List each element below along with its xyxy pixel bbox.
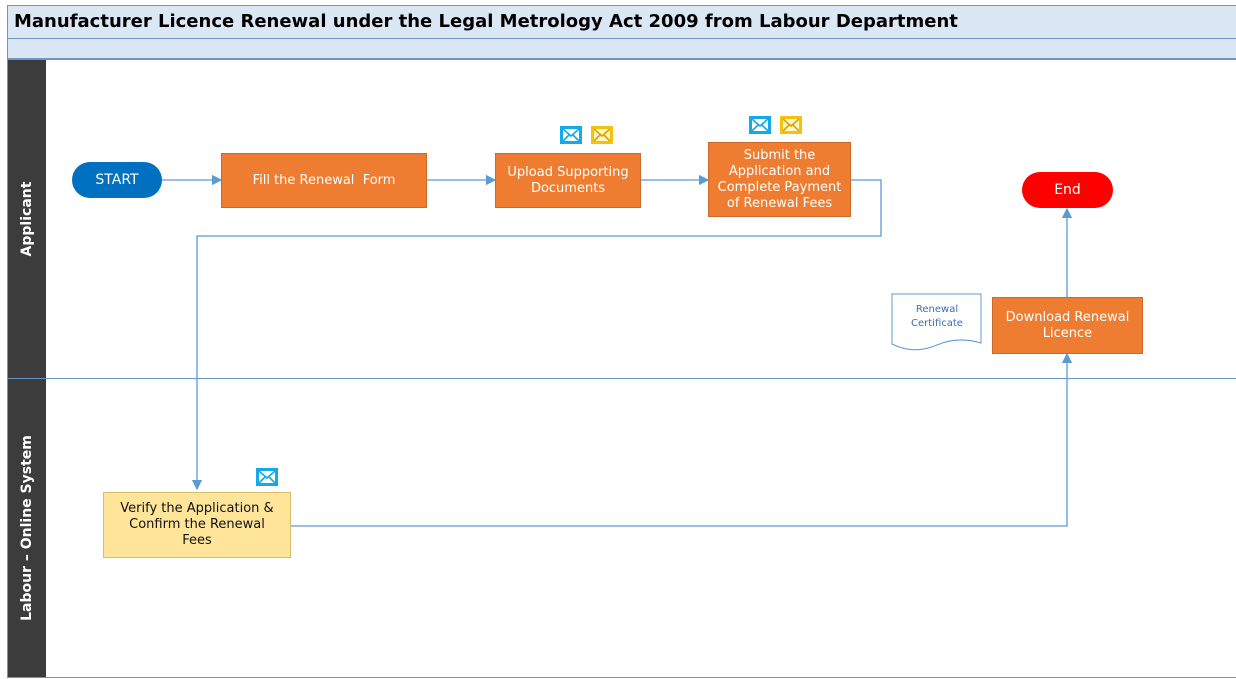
page-title: Manufacturer Licence Renewal under the L…	[14, 11, 958, 32]
email-blue-icon	[560, 126, 582, 144]
arrow-verify-to-download	[291, 352, 1073, 527]
email-blue-icon	[749, 116, 771, 134]
verify-label-line1: Verify the Application &	[120, 501, 274, 516]
download-licence-step[interactable]: Download Renewal Licence	[992, 297, 1143, 354]
submit-label-line3: Complete Payment	[717, 179, 842, 195]
submit-label-line4: of Renewal Fees	[726, 195, 833, 211]
verify-application-step[interactable]: Verify the Application & Confirm the Ren…	[103, 492, 291, 558]
lane-header-applicant: Applicant	[8, 60, 46, 378]
submit-label-line2: Application and	[728, 163, 831, 179]
email-blue-icon	[256, 468, 278, 486]
arrow-submit-to-verify	[191, 179, 882, 491]
verify-label-line2: Confirm the Renewal	[129, 517, 265, 532]
submit-application-step[interactable]: Submit the Application and Complete Paym…	[708, 142, 851, 217]
fill-renewal-form-label: Fill the Renewal Form	[252, 172, 396, 188]
verify-label-line3: Fees	[182, 533, 212, 548]
upload-label-line2: Documents	[530, 180, 606, 196]
lane-header-labour: Labour – Online System	[8, 379, 46, 677]
download-label-line1: Download Renewal	[1005, 309, 1130, 325]
title-bar: Manufacturer Licence Renewal under the L…	[7, 5, 1236, 39]
email-yellow-icon	[591, 126, 613, 144]
upload-label-line1: Upload Supporting	[507, 164, 629, 180]
fill-renewal-form-step[interactable]: Fill the Renewal Form	[221, 153, 427, 208]
document-label-line1: Renewal	[916, 304, 958, 315]
submit-label-line1: Submit the	[743, 147, 816, 163]
document-label-line2: Certificate	[911, 318, 963, 329]
end-node[interactable]: End	[1022, 172, 1113, 208]
upload-documents-step[interactable]: Upload Supporting Documents	[495, 153, 641, 208]
start-node[interactable]: START	[72, 162, 162, 198]
email-yellow-icon	[780, 116, 802, 134]
renewal-certificate-document: Renewal Certificate	[891, 293, 982, 351]
title-sub-bar	[7, 39, 1236, 59]
download-label-line2: Licence	[1042, 325, 1093, 341]
